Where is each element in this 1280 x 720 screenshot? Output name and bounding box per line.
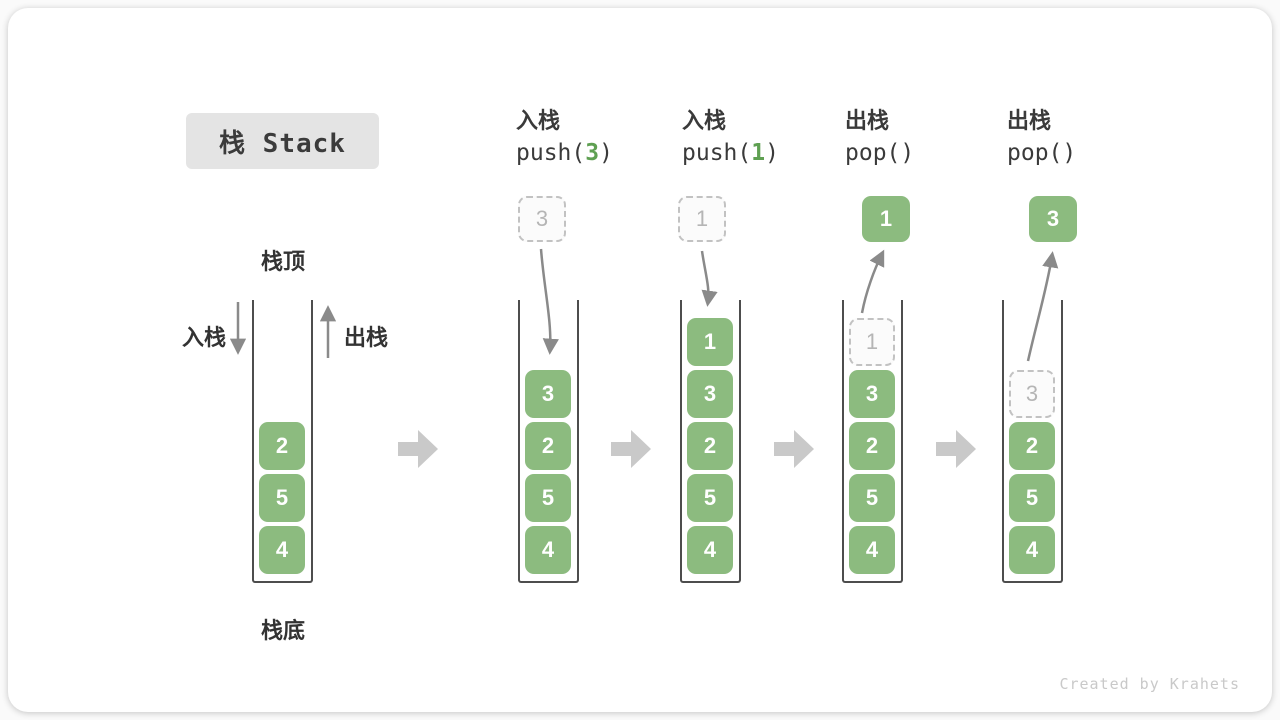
push-side-label: 入栈 bbox=[181, 325, 226, 350]
stack-cell-ghost: 3 bbox=[1009, 370, 1055, 418]
code-prefix: pop( bbox=[1007, 140, 1063, 166]
step-code-label: push(1) bbox=[682, 140, 779, 166]
step-op-label: 出栈 bbox=[845, 108, 890, 133]
stack-cell: 4 bbox=[525, 526, 571, 574]
step-op-label: 出栈 bbox=[1007, 108, 1052, 133]
code-suffix: ) bbox=[1062, 140, 1077, 166]
pop-side-label: 出栈 bbox=[344, 325, 389, 350]
stack-cell: 3 bbox=[525, 370, 571, 418]
code-suffix: ) bbox=[599, 140, 613, 166]
stack-cell: 4 bbox=[259, 526, 305, 574]
stack-container-pop3 bbox=[1002, 300, 1063, 583]
stack-container-push3 bbox=[518, 300, 579, 583]
code-prefix: push( bbox=[682, 140, 752, 166]
stack-cell: 2 bbox=[525, 422, 571, 470]
code-arg: 1 bbox=[751, 140, 766, 166]
watermark: Created by Krahets bbox=[1059, 675, 1240, 693]
popped-value-box: 3 bbox=[1029, 196, 1077, 242]
stack-cell: 3 bbox=[849, 370, 895, 418]
step-code-label: pop() bbox=[845, 140, 914, 166]
stack-cell: 2 bbox=[849, 422, 895, 470]
stack-container-initial bbox=[252, 300, 313, 583]
code-arg: 3 bbox=[585, 140, 600, 166]
code-prefix: pop( bbox=[845, 140, 901, 166]
code-suffix: ) bbox=[765, 140, 779, 166]
stack-cell: 2 bbox=[259, 422, 305, 470]
code-prefix: push( bbox=[516, 140, 586, 166]
step-op-label: 入栈 bbox=[516, 108, 561, 133]
stack-cell: 2 bbox=[1009, 422, 1055, 470]
stack-cell: 4 bbox=[687, 526, 733, 574]
stack-cell: 5 bbox=[259, 474, 305, 522]
diagram-title: 栈 Stack bbox=[186, 113, 379, 169]
stack-top-label: 栈顶 bbox=[260, 249, 305, 274]
stack-cell: 5 bbox=[687, 474, 733, 522]
stack-cell: 2 bbox=[687, 422, 733, 470]
stack-cell: 3 bbox=[687, 370, 733, 418]
stack-cell: 4 bbox=[849, 526, 895, 574]
stack-container-pop1 bbox=[842, 300, 903, 583]
stack-cell: 5 bbox=[525, 474, 571, 522]
step-code-label: push(3) bbox=[516, 140, 613, 166]
stack-cell-ghost: 1 bbox=[849, 318, 895, 366]
stack-cell: 5 bbox=[1009, 474, 1055, 522]
popped-value-box: 1 bbox=[862, 196, 910, 242]
step-code-label: pop() bbox=[1007, 140, 1076, 166]
stack-bottom-label: 栈底 bbox=[260, 618, 305, 643]
floating-value-box: 3 bbox=[518, 196, 566, 242]
code-suffix: ) bbox=[900, 140, 915, 166]
floating-value-box: 1 bbox=[678, 196, 726, 242]
stack-container-push1 bbox=[680, 300, 741, 583]
stack-cell: 4 bbox=[1009, 526, 1055, 574]
stack-cell: 1 bbox=[687, 318, 733, 366]
step-op-label: 入栈 bbox=[682, 108, 727, 133]
stack-cell: 5 bbox=[849, 474, 895, 522]
